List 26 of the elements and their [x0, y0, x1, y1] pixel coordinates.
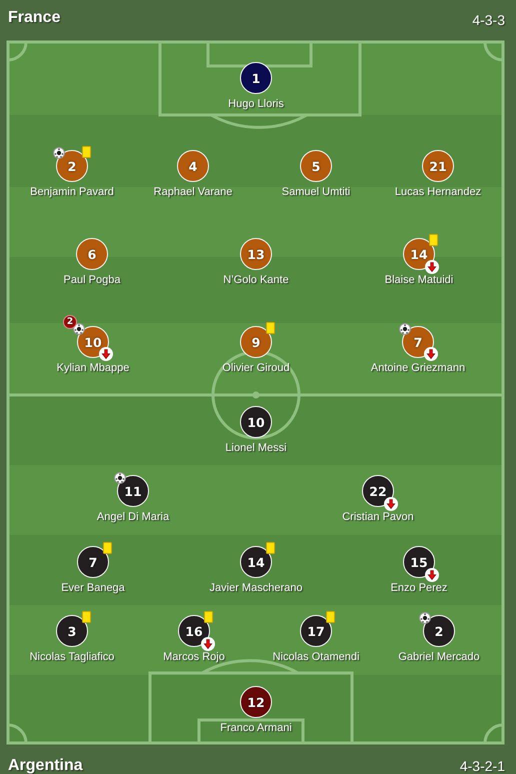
- player-name: Gabriel Mercado: [398, 651, 480, 664]
- player-name: Marcos Rojo: [163, 651, 225, 664]
- player-name: Lucas Hernandez: [394, 186, 482, 199]
- player-name: Javier Mascherano: [210, 582, 302, 595]
- player-name: Ever Banega: [61, 582, 125, 595]
- team-name: Argentina: [8, 756, 83, 774]
- player-name: Blaise Matuidi: [384, 274, 454, 287]
- player-name: Hugo Lloris: [228, 98, 284, 111]
- player-name: Benjamin Pavard: [30, 186, 114, 199]
- player-name: Olivier Giroud: [222, 362, 290, 375]
- player-name: Lionel Messi: [225, 442, 287, 455]
- player-name: Paul Pogba: [64, 274, 120, 287]
- player-name: Cristian Pavon: [342, 511, 414, 524]
- player-name: Nicolas Otamendi: [272, 651, 360, 664]
- player-name: Kylian Mbappe: [56, 362, 130, 375]
- player-name: Angel Di Maria: [96, 511, 170, 524]
- player-name: N’Golo Kante: [223, 274, 289, 287]
- player-name: Antoine Griezmann: [370, 362, 466, 375]
- player-name: Raphael Varane: [154, 186, 232, 199]
- player-name: Samuel Umtiti: [282, 186, 350, 199]
- formation-label: 4-3-2-1: [460, 758, 505, 774]
- player-name: Franco Armani: [220, 722, 292, 735]
- team-name: France: [8, 8, 60, 27]
- player-name: Nicolas Tagliafico: [30, 651, 114, 664]
- player-name: Enzo Perez: [390, 582, 448, 595]
- formation-label: 4-3-3: [472, 12, 505, 29]
